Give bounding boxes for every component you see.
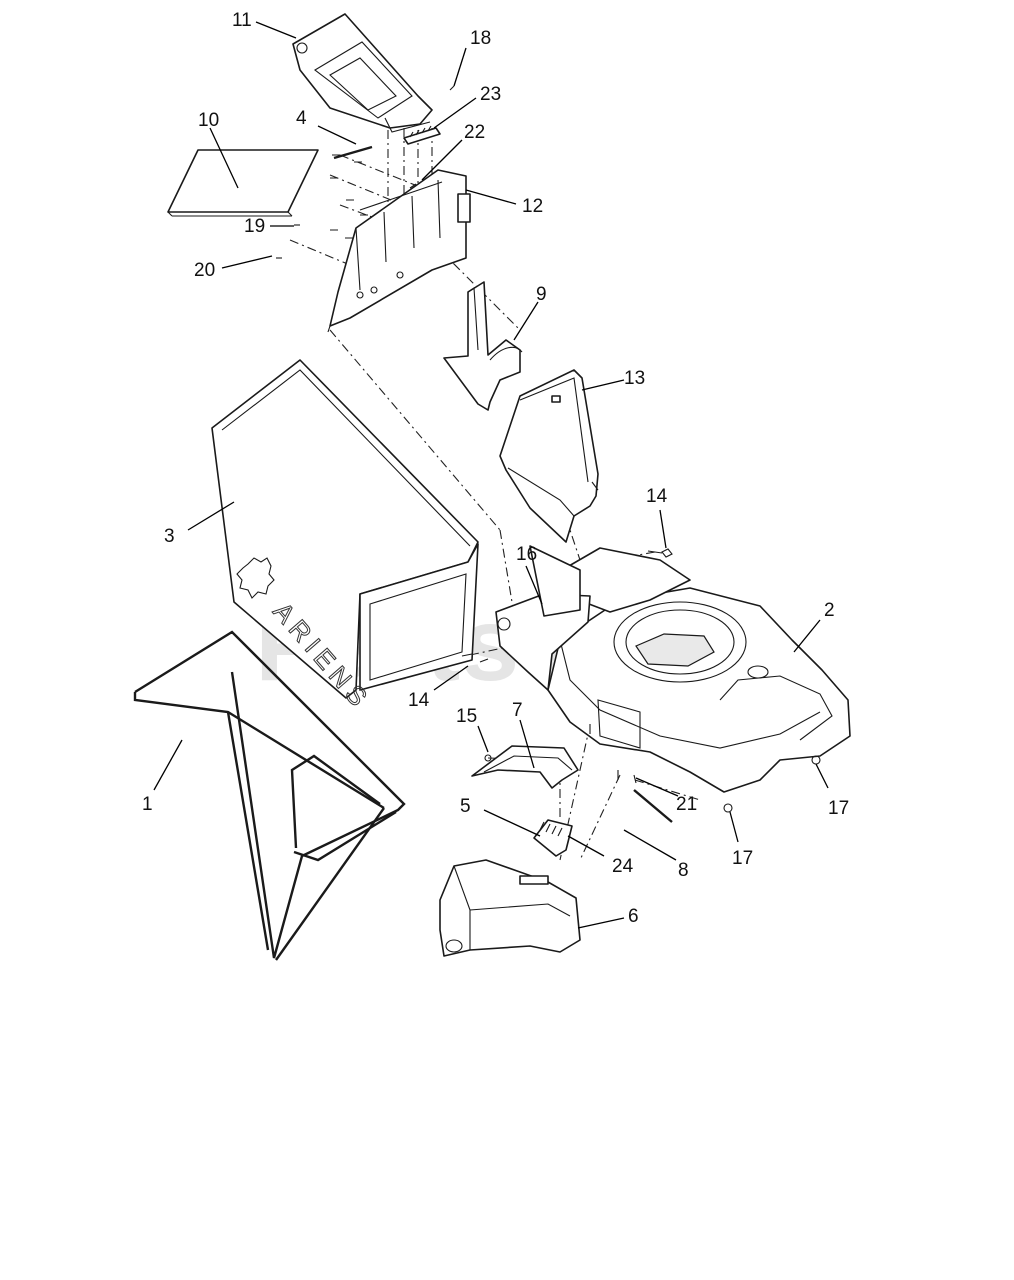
callout-13: 13: [624, 368, 645, 389]
callout-9: 9: [536, 284, 547, 305]
callout-5: 5: [460, 796, 471, 817]
grass-bag-part: ARIENS: [211, 359, 479, 717]
callout-17: 17: [828, 798, 849, 819]
callout-15: 15: [456, 706, 477, 727]
screws: [276, 85, 455, 259]
callout-23: 23: [480, 84, 501, 105]
bag-frame-part: [133, 630, 406, 961]
pivot-tube-part: [495, 545, 591, 691]
callout-22: 22: [464, 122, 485, 143]
callout-4: 4: [296, 108, 307, 129]
rear-bracket-part: [327, 169, 471, 333]
callout-2: 2: [824, 600, 835, 621]
hinge-rod-part: [333, 145, 373, 160]
callout-6: 6: [628, 906, 639, 927]
rod-and-fasteners: [484, 724, 821, 823]
callout-3: 3: [164, 526, 175, 547]
mower-deck-part: [547, 547, 851, 793]
callout-17: 17: [732, 848, 753, 869]
door-panel-part: [167, 149, 319, 217]
callout-10: 10: [198, 110, 219, 131]
leader-lines: [153, 21, 829, 929]
callout-18: 18: [470, 28, 491, 49]
mulch-plate-part: [471, 745, 579, 789]
mulch-plug-part: [439, 859, 581, 957]
chute-deflector-part: [499, 369, 599, 543]
callout-14: 14: [646, 486, 668, 507]
callout-1: 1: [142, 794, 153, 815]
callout-20: 20: [194, 260, 215, 281]
callout-8: 8: [678, 860, 689, 881]
chute-bracket-part: [443, 281, 523, 411]
callout-7: 7: [512, 700, 523, 721]
callout-14: 14: [408, 690, 430, 711]
callout-24: 24: [612, 856, 634, 877]
callout-labels: 11 18 23 10 4 22 12 19 20 9 13 14 3 16 2…: [142, 10, 849, 927]
callout-12: 12: [522, 196, 543, 217]
flap-door-part: [292, 13, 433, 133]
spring-part: [403, 125, 441, 145]
callout-21: 21: [676, 794, 697, 815]
hinge-spring-part: [533, 819, 573, 857]
callout-19: 19: [244, 216, 265, 237]
callout-11: 11: [232, 10, 252, 31]
callout-16: 16: [516, 544, 537, 565]
bolts-14: [461, 548, 673, 663]
